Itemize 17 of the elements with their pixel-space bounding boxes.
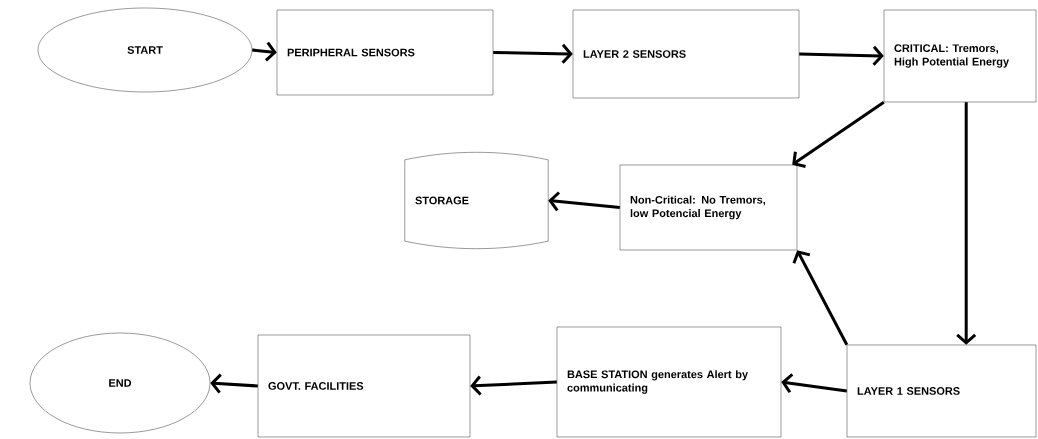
arrow (252, 41, 277, 62)
arrow (493, 43, 573, 64)
process-box: GOVT. FACILITIES (257, 334, 471, 438)
arrow (792, 100, 885, 169)
process-box: LAYER 1 SENSORS (846, 344, 1037, 438)
arrow (548, 191, 620, 212)
process-box: LAYER 2 SENSORS (572, 9, 800, 99)
arrow (210, 373, 258, 394)
process-box: PERIPHERAL SENSORS (276, 9, 494, 96)
arrow (956, 102, 977, 345)
process-box: BASE STATION generates Alert by communicating (556, 326, 782, 438)
arrow (470, 375, 557, 396)
arrow (799, 45, 884, 66)
process-box: Non-Critical: No Tremors, low Potencial Energy (619, 164, 798, 251)
arrow (781, 373, 847, 394)
arrow (792, 250, 849, 346)
process-box: CRITICAL: Tremors, High Potential Energy (883, 9, 1037, 103)
